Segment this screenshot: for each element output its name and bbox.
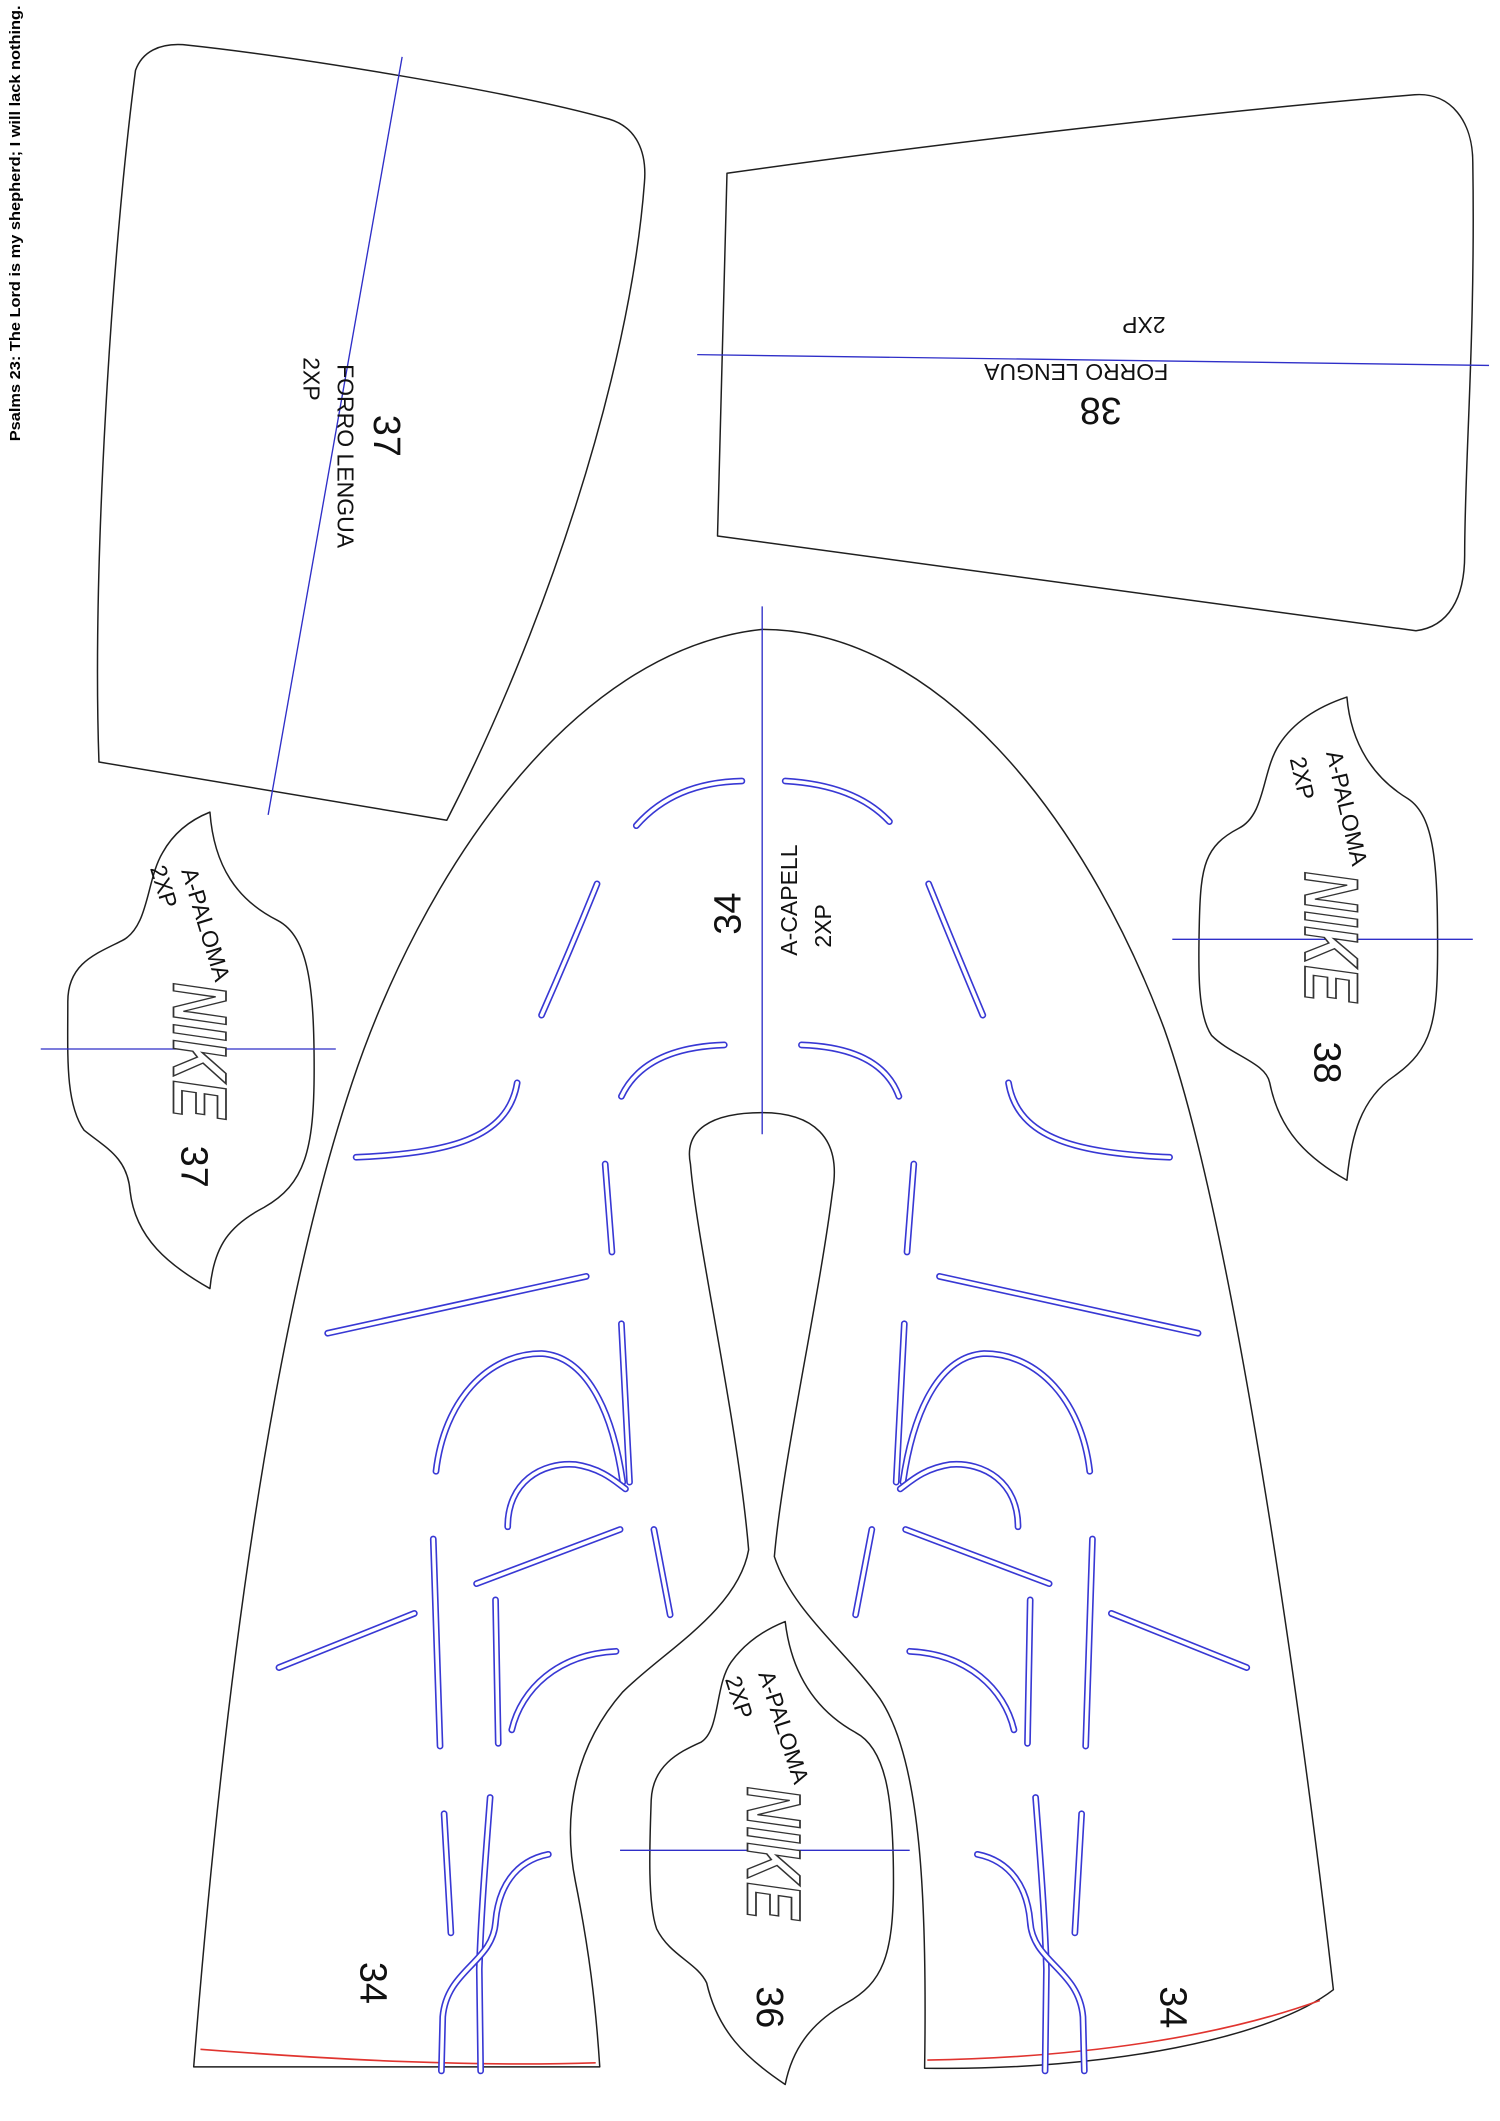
stitch-slot-inner <box>905 1162 916 1254</box>
stitch-slot-inner <box>1025 1598 1032 1746</box>
stitch-slot-inner <box>510 1649 618 1732</box>
piece-number: 38 <box>1306 1041 1348 1083</box>
stitch-slot-inner <box>439 1852 551 2073</box>
stitch-slot-inner <box>937 1274 1200 1335</box>
stitch-slot-inner <box>1109 1611 1249 1670</box>
piece-outline <box>192 628 1335 2070</box>
stitch-slot <box>899 1350 1094 1486</box>
stitch-slot-inner <box>975 1852 1087 2073</box>
piece-quantity: 2XP <box>810 904 836 947</box>
piece-outline <box>716 93 1474 632</box>
stitch-slot <box>504 1460 629 1531</box>
stitch-slot-inner <box>325 1274 588 1335</box>
stitch-slot-inner <box>434 1351 625 1484</box>
stitch-slot <box>896 1460 1022 1531</box>
piece-paloma-38: A-PALOMA 2XP NIKE 38 <box>1172 696 1473 1182</box>
piece-quantity: 2XP <box>1122 312 1165 338</box>
nike-logo: NIKE <box>157 983 242 1120</box>
piece-name: A-PALOMA <box>176 865 235 985</box>
piece-outline <box>1198 696 1439 1182</box>
grainline <box>697 353 1490 367</box>
piece-paloma-37: A-PALOMA 2XP NIKE 37 <box>40 811 336 1290</box>
stitch-slot-inner <box>431 1537 442 1748</box>
stitch-slot-inner <box>652 1527 672 1617</box>
stitch-slot <box>438 1850 552 2075</box>
stitch-slot-inner <box>1073 1811 1084 1935</box>
stitch-slot-inner <box>907 1649 1016 1732</box>
stitch-slot-inner <box>474 1527 622 1586</box>
stitch-slot-inner <box>354 1081 519 1160</box>
stitch-slot-inner <box>894 1322 907 1484</box>
stitch-slot <box>781 777 893 825</box>
stitch-slot-inner <box>277 1611 417 1670</box>
seam-line-right <box>927 1999 1321 2061</box>
verse-text: Psalms 23: The Lord is my shepherd; I wi… <box>8 5 24 441</box>
piece-quantity: 2XP <box>298 357 324 400</box>
left-leg-number: 34 <box>351 1962 393 2004</box>
stitch-slot-inner <box>926 882 985 1017</box>
piece-paloma-36: A-PALOMA 2XP NIKE 36 <box>620 1620 910 2086</box>
piece-number: 37 <box>173 1146 215 1188</box>
stitch-slot-inner <box>1083 1537 1095 1748</box>
stitch-slot-inner <box>619 1043 727 1099</box>
stitch-slot-inner <box>603 1162 614 1254</box>
piece-name: A-PALOMA <box>1321 748 1373 869</box>
stitch-slot-inner <box>903 1527 1051 1586</box>
piece-number: 34 <box>707 893 749 935</box>
stitch-slot <box>1005 1079 1173 1161</box>
piece-number: 37 <box>365 415 407 457</box>
stitch-slot-inner <box>619 1322 632 1484</box>
nike-logo: NIKE <box>1288 872 1373 1004</box>
piece-forro-lengua-37: 37 FORRO LENGUA 2XP <box>96 43 646 821</box>
stitch-slot-inner <box>898 1462 1020 1529</box>
grainline <box>267 56 403 815</box>
piece-outline <box>96 43 646 821</box>
piece-number: 38 <box>1079 389 1121 431</box>
stitch-lines <box>275 777 1251 2075</box>
nike-logo: NIKE <box>731 1787 816 1921</box>
stitch-slot <box>974 1850 1088 2075</box>
piece-number: 36 <box>748 1986 790 2028</box>
stitch-slot-inner <box>493 1598 501 1746</box>
stitch-slot-inner <box>901 1351 1092 1484</box>
piece-quantity: 2XP <box>1285 754 1320 802</box>
piece-quantity: 2XP <box>145 862 183 911</box>
stitch-slot <box>632 777 746 830</box>
stitch-slot <box>432 1350 627 1486</box>
stitch-slot-inner <box>853 1527 874 1617</box>
piece-name: FORRO LENGUA <box>984 359 1169 385</box>
stitch-slot-inner <box>539 882 599 1017</box>
stitch-slot-inner <box>1006 1081 1172 1160</box>
piece-capell-34: 34 A-CAPELL 2XP 34 34 <box>192 606 1335 2075</box>
piece-outline <box>649 1620 895 2086</box>
stitch-slot-inner <box>783 779 892 824</box>
piece-name: A-CAPELL <box>776 844 802 955</box>
seam-line-left <box>200 2048 596 2065</box>
piece-quantity: 2XP <box>720 1673 758 1722</box>
piece-name: FORRO LENGUA <box>332 364 358 549</box>
stitch-slot-inner <box>799 1043 901 1099</box>
stitch-slot-inner <box>442 1811 453 1935</box>
piece-forro-lengua-38: 2XP FORRO LENGUA 38 <box>697 93 1490 632</box>
stitch-slot-inner <box>634 779 744 828</box>
right-leg-number: 34 <box>1151 1986 1193 2028</box>
piece-outline <box>66 811 315 1290</box>
stitch-slot-inner <box>505 1462 628 1529</box>
stitch-slot <box>352 1079 521 1161</box>
